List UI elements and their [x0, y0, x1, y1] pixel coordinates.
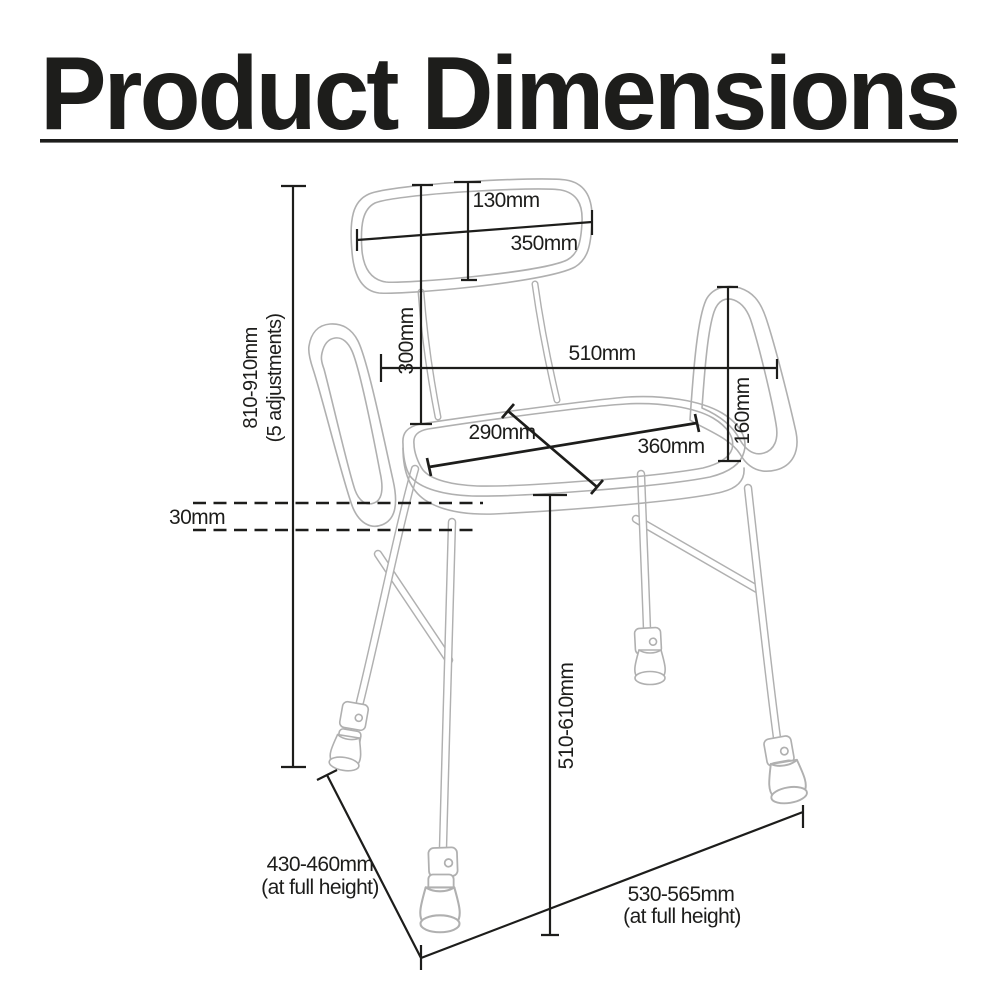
dim-line-backrest-width — [355, 210, 594, 251]
front-left-leg — [419, 517, 461, 934]
right-armrest — [689, 285, 798, 472]
dim-label-backrest-width: 350mm — [510, 232, 577, 255]
backrest-poles — [417, 280, 561, 421]
dim-label-seat-thickness: 30mm — [169, 506, 225, 529]
dim-label-base-width-note: (at full height) — [623, 905, 741, 928]
dim-line-seat-height — [533, 493, 567, 937]
dim-label-seat-depth: 290mm — [468, 421, 535, 444]
dim-line-seat-depth — [500, 403, 605, 495]
dim-label-base-depth: 430-460mm — [267, 853, 374, 876]
dimension-labels: 130mm 350mm 300mm 510mm 160mm 290mm 360m… — [169, 189, 754, 928]
dim-label-armrest-span: 510mm — [568, 342, 635, 365]
title-underline — [40, 139, 958, 143]
dim-line-seat-width — [425, 413, 701, 477]
dim-label-armrest-height: 160mm — [731, 377, 754, 444]
dim-label-backrest-to-seat: 300mm — [395, 307, 418, 374]
dim-label-base-width: 530-565mm — [628, 883, 735, 906]
dim-line-overall-height — [281, 184, 306, 769]
chair-line-drawing — [307, 178, 810, 934]
rear-right-leg — [633, 469, 666, 686]
front-right-leg — [743, 483, 810, 807]
page-title: Product Dimensions — [40, 36, 958, 152]
dim-line-base-width — [420, 805, 805, 960]
seat — [402, 395, 746, 515]
dim-label-seat-width: 360mm — [637, 435, 704, 458]
left-armrest — [307, 323, 397, 528]
dim-label-base-depth-note: (at full height) — [261, 876, 379, 899]
right-side-brace — [631, 514, 762, 594]
dim-label-seat-height: 510-610mm — [555, 663, 578, 770]
dim-label-backrest-height: 130mm — [472, 189, 539, 212]
dim-label-overall-height: 810-910mm — [240, 327, 262, 428]
dim-line-armrest-span — [379, 354, 779, 382]
dim-line-armrest-height — [717, 285, 741, 463]
dimension-lines — [193, 180, 805, 970]
rear-left-leg — [327, 464, 420, 774]
dim-line-backrest-to-seat — [410, 183, 433, 426]
dim-label-overall-height-note: (5 adjustments) — [264, 314, 286, 443]
